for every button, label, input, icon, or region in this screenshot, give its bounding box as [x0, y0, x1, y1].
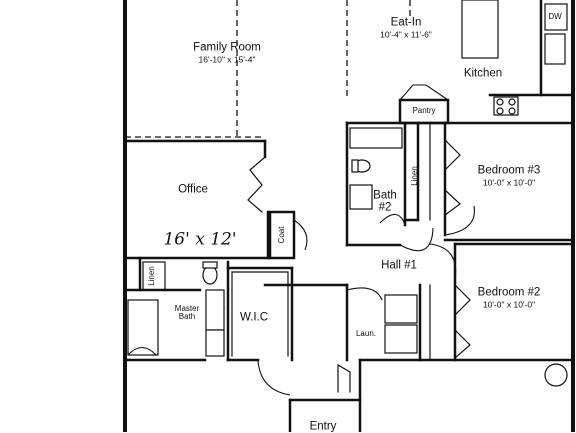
pantry-label: Pantry [412, 106, 436, 115]
exterior-walls [123, 0, 575, 432]
family-room-dims: 16'-10" x 15'-4" [198, 54, 256, 64]
dw-label: DW [548, 12, 562, 21]
master-bath-label: Master Bath [175, 305, 199, 321]
pantry-walls [398, 84, 450, 125]
wic-label: W.I.C [239, 311, 269, 324]
family-room-label: Family Room 16'-10" x 15'-4" [193, 41, 261, 64]
bedroom3-label: Bedroom #3 10'-0" x 10'-0" [477, 164, 541, 187]
hall1-label: Hall #1 [381, 259, 417, 272]
bedroom3-walls [443, 121, 575, 242]
linen-upper-walls [403, 121, 431, 222]
bedroom2-label: Bedroom #2 10'-0" x 10'-0" [477, 286, 541, 309]
linen-lower-label: Linen [147, 266, 156, 286]
bedroom3-name: Bedroom #3 [477, 164, 541, 177]
family-room-name: Family Room [193, 41, 261, 54]
office-label: Office [178, 183, 208, 196]
bedroom2-name: Bedroom #2 [477, 286, 541, 299]
master-bath-name: Master [174, 304, 200, 313]
entry-walls [288, 358, 362, 432]
master-bath-walls [123, 256, 225, 362]
bedroom2-walls [358, 242, 575, 387]
laundry-label: Laun. [355, 329, 377, 338]
office-walls [123, 139, 272, 260]
entry-label: Entry [309, 420, 337, 433]
kitchen-label: Kitchen [463, 67, 503, 80]
bath2-number: #2 [378, 201, 392, 213]
coat-closet-walls [268, 210, 308, 260]
bath2-walls [345, 121, 407, 247]
bath2-label: Bath #2 [373, 189, 397, 214]
wic-walls [226, 260, 294, 396]
bedroom2-dims: 10'-0" x 10'-0" [482, 299, 536, 309]
bath2-name: Bath [373, 189, 397, 202]
eat-in-name: Eat-In [390, 16, 422, 29]
kitchen-counters [461, 0, 575, 116]
eat-in-label: Eat-In 10'-4" x 11'-6" [380, 16, 432, 39]
office-handwritten-note: 16' x 12' [163, 229, 237, 250]
hall-door-arc [399, 227, 434, 252]
master-bath-name2: Bath [178, 312, 196, 321]
bedroom3-dims: 10'-0" x 10'-0" [482, 177, 536, 187]
eat-in-dims: 10'-4" x 11'-6" [380, 29, 432, 39]
laundry-walls [345, 283, 431, 362]
linen-upper-label: Linen [410, 166, 419, 186]
coat-label: Coat [277, 226, 286, 244]
